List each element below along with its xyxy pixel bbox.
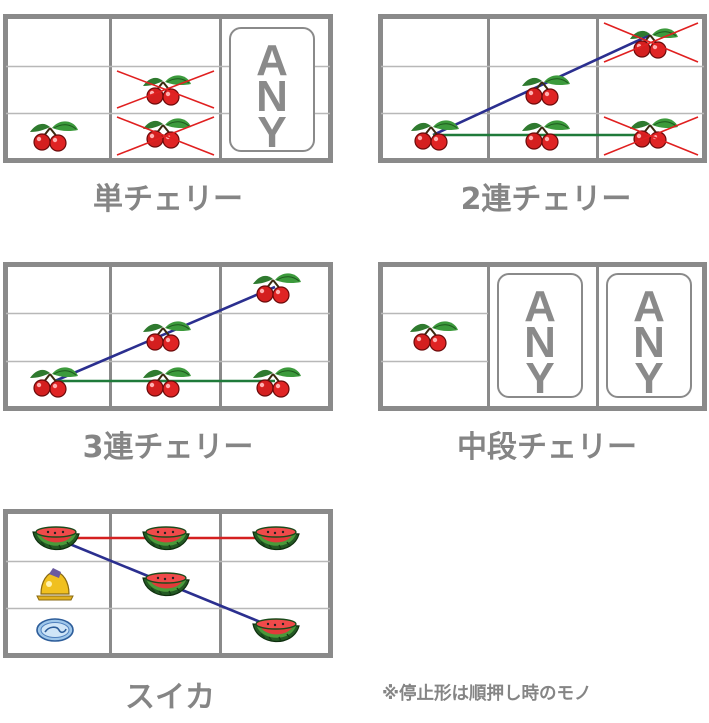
stop-pattern-note: ※停止形は順押し時のモノ	[382, 684, 592, 704]
any-letter-a: A	[633, 282, 665, 331]
any-letter-n: N	[633, 318, 665, 367]
any-letter-y: Y	[525, 354, 555, 403]
any-letter-a: A	[524, 282, 556, 331]
panel-triple-cherry	[3, 262, 333, 411]
caption-middle-cherry: 中段チェリー	[457, 430, 637, 465]
pay-line	[54, 285, 276, 383]
panel-watermelon	[3, 509, 333, 658]
any-symbol-box: A N Y	[606, 273, 692, 403]
cross-mark	[603, 116, 699, 156]
any-letter-y: Y	[634, 354, 664, 403]
any-symbol-box: A N Y	[497, 273, 583, 403]
any-letter-n: N	[256, 72, 288, 121]
cross-mark	[116, 116, 215, 156]
any-symbol-box: A N Y	[229, 27, 315, 157]
pay-line	[432, 33, 651, 137]
caption-double-cherry: 2連チェリー	[460, 182, 632, 217]
any-letter-y: Y	[257, 108, 287, 157]
cross-mark	[603, 22, 699, 63]
any-letter-a: A	[256, 36, 288, 85]
panel-double-cherry	[378, 14, 707, 163]
cross-mark	[116, 70, 215, 109]
caption-watermelon: スイカ	[125, 680, 215, 715]
caption-single-cherry: 単チェリー	[93, 182, 243, 217]
any-letter-n: N	[524, 318, 556, 367]
replay-icon	[36, 618, 74, 642]
caption-triple-cherry: 3連チェリー	[82, 430, 254, 465]
